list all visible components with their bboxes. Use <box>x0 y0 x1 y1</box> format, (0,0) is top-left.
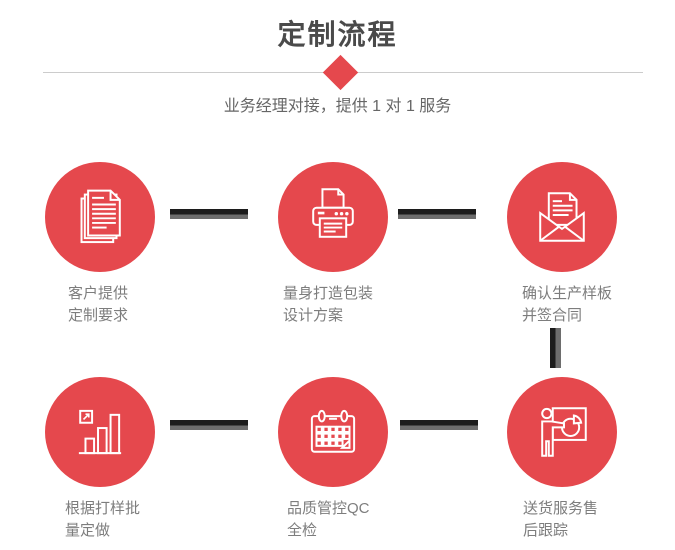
connector-step1-step2 <box>170 209 248 219</box>
diamond-icon <box>322 54 359 91</box>
presentation-icon <box>541 407 587 457</box>
step-circle-6 <box>507 377 617 487</box>
printer-icon <box>312 188 354 238</box>
bar-chart-icon <box>78 409 122 455</box>
page-title: 定制流程 <box>277 19 398 50</box>
step-label-2: 量身打造包装 设计方案 <box>283 285 374 324</box>
step-circle-4 <box>45 377 155 487</box>
step-label-1: 客户提供 定制要求 <box>68 285 129 324</box>
step-label-5: 品质管控QC 全检 <box>287 500 370 539</box>
step-circle-1 <box>45 162 155 272</box>
envelope-open-icon <box>539 192 585 242</box>
step-circle-5 <box>278 377 388 487</box>
step-circle-3 <box>507 162 617 272</box>
connector-step4-step5 <box>170 420 248 430</box>
documents-icon <box>80 189 121 244</box>
connector-step3-step6 <box>550 328 561 368</box>
subtitle: 业务经理对接，提供 1 对 1 服务 <box>223 98 452 115</box>
connector-step5-step6 <box>400 420 478 430</box>
connector-step2-step3 <box>398 209 476 219</box>
step-circle-2 <box>278 162 388 272</box>
step-label-4: 根据打样批 量定做 <box>65 500 141 539</box>
calendar-icon <box>310 409 356 453</box>
step-label-3: 确认生产样板 并签合同 <box>522 285 613 324</box>
step-label-6: 送货服务售 后跟踪 <box>523 500 599 539</box>
